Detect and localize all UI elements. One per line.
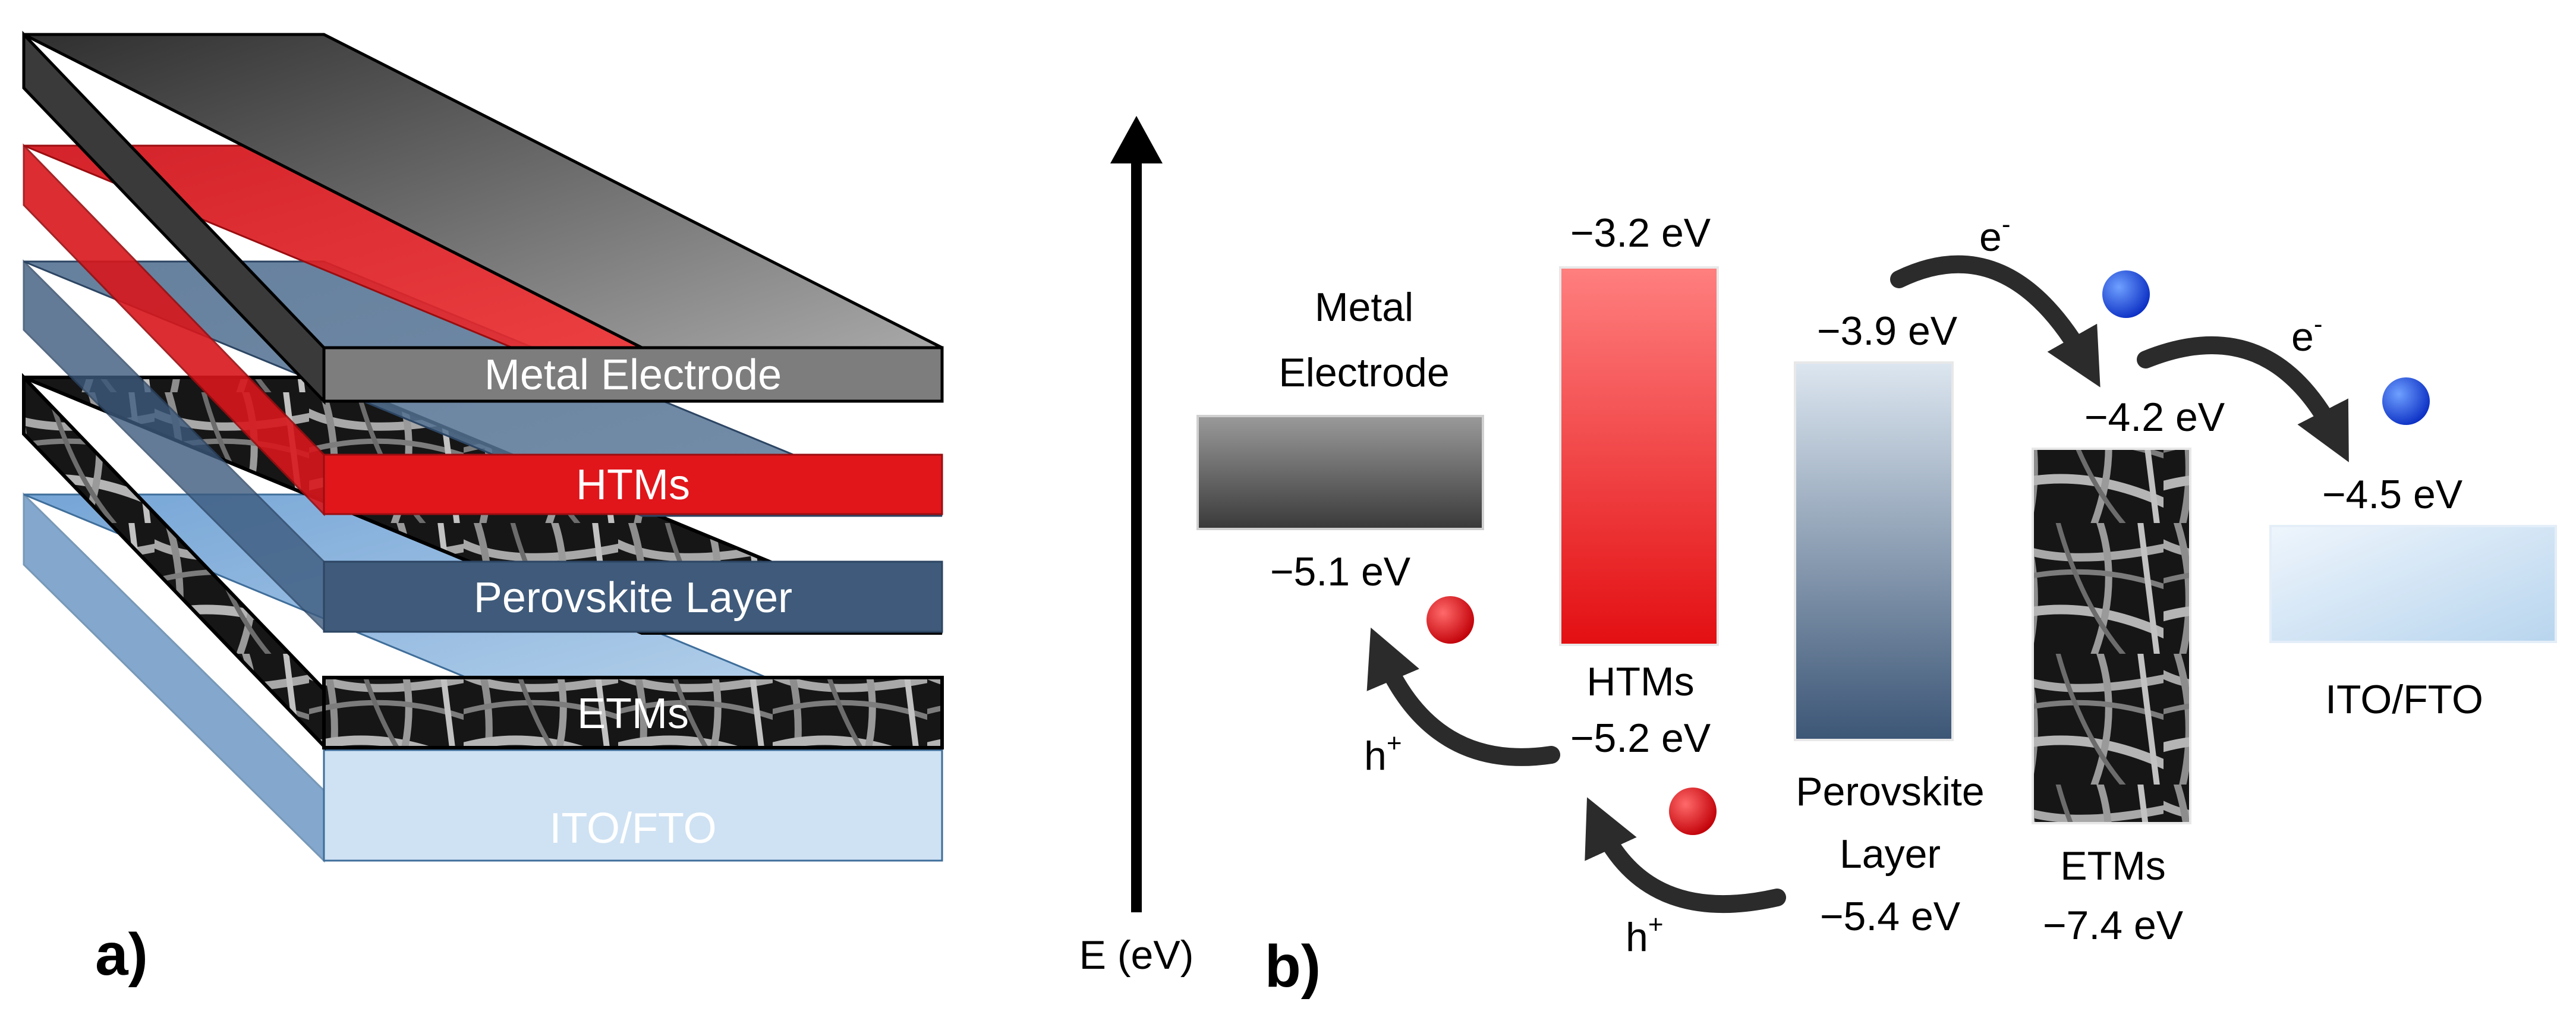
device-stack: ITO/FTO ETMs Perovskite Layer HTMs bbox=[22, 30, 944, 988]
ito-band: −4.5 eV ITO/FTO bbox=[2269, 472, 2557, 722]
ito-layer-label: ITO/FTO bbox=[549, 805, 716, 852]
metal-layer-label: Metal Electrode bbox=[484, 351, 782, 399]
perovskite-bottom-value: −5.4 eV bbox=[1820, 894, 1961, 939]
carrier-arrows bbox=[1366, 255, 2349, 913]
etm-bottom-value: −7.4 eV bbox=[2043, 903, 2184, 948]
energy-diagram: E (eV) b) Metal Electrode −5.1 eV −3.2 e… bbox=[1079, 116, 2557, 1000]
hole-label-2: h+ bbox=[1626, 910, 1664, 960]
energy-axis-label: E (eV) bbox=[1079, 933, 1194, 978]
hole-sphere-1 bbox=[1426, 596, 1474, 644]
panel-b-label: b) bbox=[1265, 933, 1321, 1000]
perovskite-name-line2: Layer bbox=[1840, 831, 1941, 877]
layer-metal: Metal Electrode bbox=[22, 30, 944, 405]
electron-label-2: e- bbox=[2291, 310, 2322, 360]
perovskite-level-bar bbox=[1794, 361, 1954, 741]
ito-front-face bbox=[323, 749, 943, 862]
metal-electrode-band: Metal Electrode −5.1 eV bbox=[1196, 285, 1484, 594]
perovskite-top-value: −3.9 eV bbox=[1817, 308, 1958, 354]
metal-level-value: −5.1 eV bbox=[1270, 549, 1411, 594]
electron-sphere-2 bbox=[2382, 377, 2430, 425]
htm-band: −3.2 eV HTMs −5.2 eV bbox=[1559, 210, 1719, 761]
metal-front-face bbox=[322, 346, 944, 403]
electron-arrow-2 bbox=[2137, 336, 2349, 462]
hole-arrow-2 bbox=[1585, 797, 1786, 913]
electron-sphere-1 bbox=[2102, 270, 2150, 318]
perovskite-name-line1: Perovskite bbox=[1796, 769, 1984, 814]
etm-front-face bbox=[322, 676, 944, 749]
ito-name: ITO/FTO bbox=[2325, 677, 2483, 722]
metal-name-line2: Electrode bbox=[1278, 350, 1449, 395]
metal-level-bar bbox=[1196, 415, 1484, 530]
htm-layer-label: HTMs bbox=[576, 461, 690, 509]
energy-axis: E (eV) bbox=[1079, 116, 1194, 978]
ito-level-bar bbox=[2269, 525, 2557, 643]
htm-name: HTMs bbox=[1586, 659, 1694, 704]
ito-level-value: −4.5 eV bbox=[2322, 472, 2463, 517]
hole-sphere-2 bbox=[1669, 788, 1717, 835]
metal-name-line1: Metal bbox=[1315, 285, 1413, 330]
etm-layer-label: ETMs bbox=[577, 690, 689, 738]
htm-top-value: −3.2 eV bbox=[1570, 210, 1711, 256]
perovskite-front-face bbox=[323, 560, 943, 633]
htm-front-face bbox=[323, 453, 943, 515]
energy-axis-arrowhead bbox=[1110, 116, 1163, 163]
panel-a-label: a) bbox=[95, 921, 148, 988]
hole-arrow-1 bbox=[1366, 627, 1560, 766]
etm-name: ETMs bbox=[2060, 843, 2166, 889]
electron-label-1: e- bbox=[1979, 210, 2010, 260]
etm-top-value: −4.2 eV bbox=[2084, 395, 2225, 440]
htm-level-bar bbox=[1559, 266, 1719, 646]
etm-level-bar bbox=[2032, 448, 2191, 824]
perovskite-layer-label: Perovskite Layer bbox=[474, 574, 792, 622]
electron-arrow-1 bbox=[1890, 255, 2101, 388]
hole-label-1: h+ bbox=[1364, 729, 1402, 779]
perovskite-band: −3.9 eV Perovskite Layer −5.4 eV bbox=[1794, 308, 1985, 939]
htm-bottom-value: −5.2 eV bbox=[1570, 716, 1711, 761]
etm-band: −4.2 eV ETMs −7.4 eV bbox=[2032, 395, 2225, 948]
